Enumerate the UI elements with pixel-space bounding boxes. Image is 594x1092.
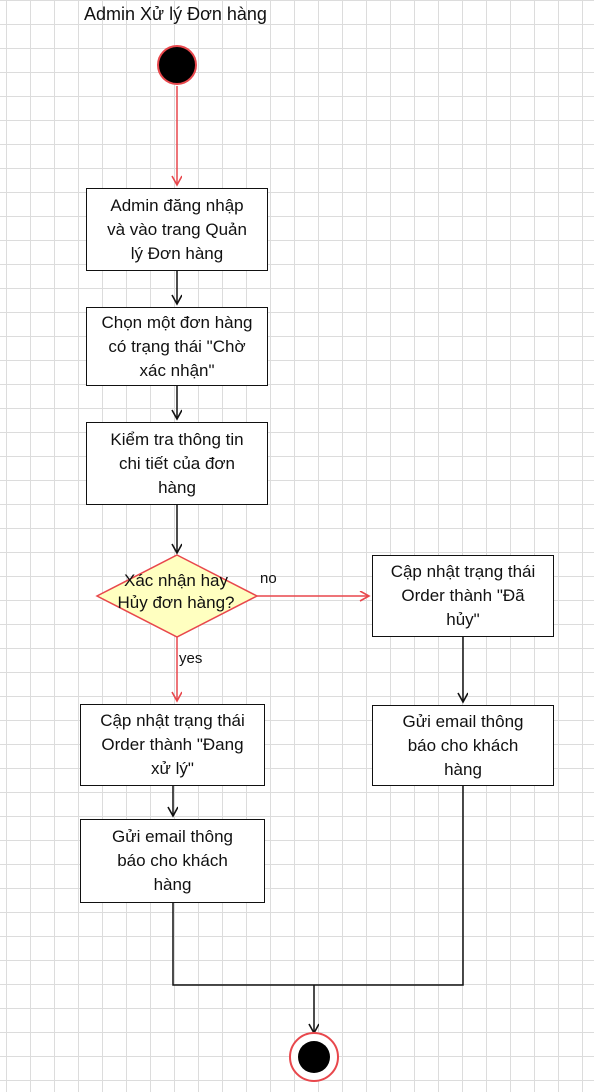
end-node-core — [298, 1041, 330, 1073]
diagram-title: Admin Xử lý Đơn hàng — [84, 4, 267, 24]
node-update-cancelled: Cập nhật trạng thái Order thành "Đã hủy" — [372, 555, 554, 637]
edge-label-no: no — [260, 570, 277, 587]
start-node — [157, 45, 197, 85]
node-admin-login: Admin đăng nhập và vào trang Quản lý Đơn… — [86, 188, 268, 271]
node-email-right: Gửi email thông báo cho khách hàng — [372, 705, 554, 786]
decision-label: Xác nhận hay Hủy đơn hàng? — [117, 571, 235, 612]
node-update-processing: Cập nhật trạng thái Order thành "Đang xử… — [80, 704, 265, 786]
node-email-left: Gửi email thông báo cho khách hàng — [80, 819, 265, 903]
node-select-order: Chọn một đơn hàng có trạng thái "Chờ xác… — [86, 307, 268, 386]
edge-label-yes: yes — [179, 650, 203, 667]
node-check-details: Kiểm tra thông tin chi tiết của đơn hàng — [86, 422, 268, 505]
edge-email-left-merge — [172, 786, 464, 986]
